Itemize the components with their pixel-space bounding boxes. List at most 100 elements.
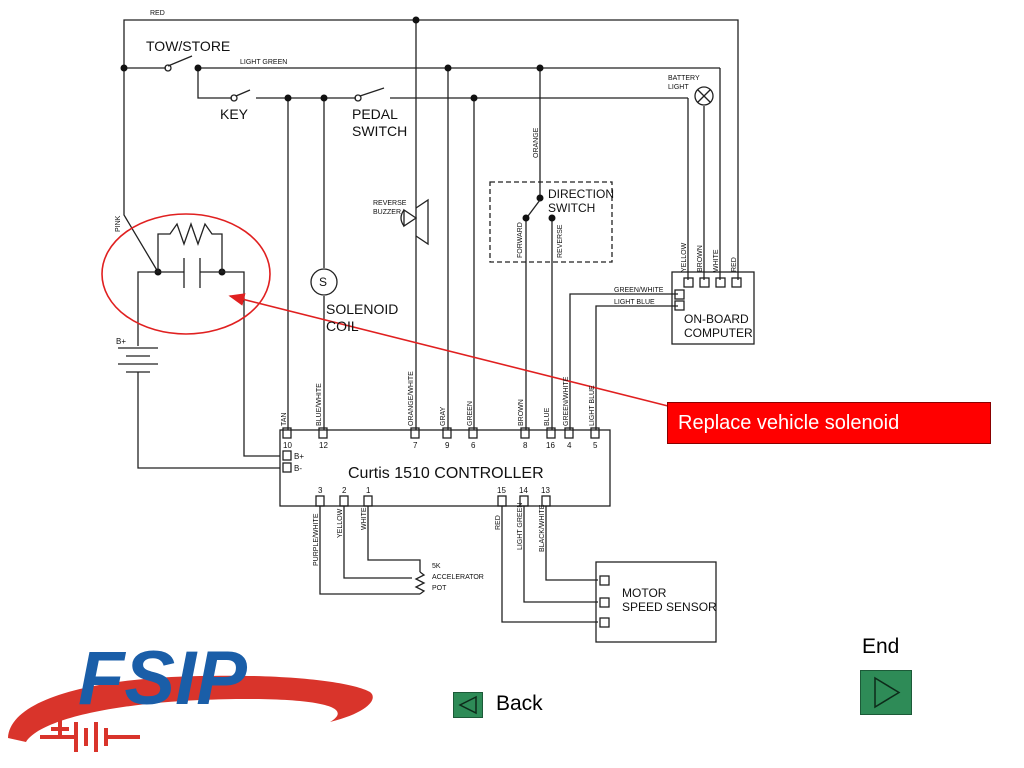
- label-5k: 5K: [432, 563, 441, 570]
- vertical-wire-labels: PINK ORANGE FORWARD REVERSE TAN BLUE/WHI…: [115, 127, 738, 566]
- white-wire: [367, 506, 421, 572]
- replace-solenoid-callout: Replace vehicle solenoid: [667, 402, 991, 444]
- controller-box: [279, 429, 611, 507]
- purple-white-wire: [319, 506, 420, 595]
- svg-text:3: 3: [318, 486, 323, 495]
- svg-text:1: 1: [366, 486, 371, 495]
- key-switch: [230, 89, 356, 102]
- end-button[interactable]: [860, 670, 912, 715]
- vehicle-solenoid: [137, 222, 280, 457]
- junction-dots: [120, 16, 556, 276]
- svg-text:16: 16: [546, 441, 555, 450]
- svg-text:GREEN/WHITE: GREEN/WHITE: [563, 376, 570, 426]
- label-buzzer: BUZZER: [373, 209, 401, 216]
- svg-text:BLUE/WHITE: BLUE/WHITE: [316, 383, 323, 426]
- svg-text:PURPLE/WHITE: PURPLE/WHITE: [313, 513, 320, 566]
- svg-text:2: 2: [342, 486, 347, 495]
- label-battery-light: LIGHT: [668, 84, 689, 91]
- motor-speed-sensor-box: [595, 561, 717, 643]
- label-pedal-switch: SWITCH: [352, 123, 407, 139]
- accelerator-pot: [414, 571, 426, 595]
- svg-text:BLACK/WHITE: BLACK/WHITE: [539, 504, 546, 552]
- end-label: End: [862, 635, 900, 658]
- play-right-icon: [874, 676, 901, 709]
- svg-text:BROWN: BROWN: [697, 245, 704, 272]
- top-pin-numbers: 10 12 7 9 6 8 16 4 5: [283, 441, 598, 450]
- svg-text:12: 12: [319, 441, 328, 450]
- svg-text:YELLOW: YELLOW: [337, 508, 344, 538]
- logo-battery-icon: [40, 720, 140, 752]
- logo-swoosh: [8, 675, 373, 742]
- callout-arrow: [228, 293, 669, 407]
- back-button[interactable]: [453, 692, 483, 718]
- svg-text:7: 7: [413, 441, 418, 450]
- label-controller-bplus: B+: [294, 452, 304, 461]
- svg-text:4: 4: [567, 441, 572, 450]
- light-green-wire-top: [197, 68, 232, 99]
- svg-text:6: 6: [471, 441, 476, 450]
- fsip-logo: FSIP: [8, 636, 373, 752]
- label-pot: POT: [432, 585, 447, 592]
- label-direction: DIRECTION: [548, 187, 614, 201]
- triangle-left-icon: [458, 695, 477, 715]
- label-coil: COIL: [326, 318, 359, 334]
- svg-text:9: 9: [445, 441, 450, 450]
- svg-text:ORANGE/WHITE: ORANGE/WHITE: [408, 371, 415, 426]
- controller-side-pins: [282, 450, 292, 473]
- label-computer: COMPUTER: [684, 326, 753, 340]
- label-solenoid-s: S: [319, 275, 327, 289]
- label-pedal: PEDAL: [352, 106, 398, 122]
- svg-text:13: 13: [541, 486, 550, 495]
- label-reverse: REVERSE: [373, 200, 407, 207]
- red-bus-wire: [123, 19, 739, 280]
- svg-text:BROWN: BROWN: [518, 399, 525, 426]
- label-tow-store: TOW/STORE: [146, 38, 230, 54]
- svg-text:LIGHT BLUE: LIGHT BLUE: [589, 385, 596, 426]
- black-white-wire: [545, 506, 598, 581]
- controller-top-pins: [282, 427, 600, 439]
- svg-text:RED: RED: [495, 515, 502, 530]
- svg-text:ORANGE: ORANGE: [533, 127, 540, 158]
- svg-text:14: 14: [519, 486, 528, 495]
- red-wire-bottom: [501, 506, 598, 623]
- label-onboard: ON-BOARD: [684, 312, 749, 326]
- svg-text:BLUE: BLUE: [544, 407, 551, 426]
- onboard-computer-box: [671, 271, 755, 345]
- label-key: KEY: [220, 106, 249, 122]
- svg-text:8: 8: [523, 441, 528, 450]
- label-battery-plus: B+: [116, 337, 126, 346]
- label-speed-sensor: SPEED SENSOR: [622, 600, 717, 614]
- back-label[interactable]: Back: [496, 692, 543, 715]
- solenoid-coil-symbol: [310, 268, 338, 296]
- svg-text:10: 10: [283, 441, 292, 450]
- svg-text:REVERSE: REVERSE: [557, 224, 564, 258]
- label-accelerator: ACCELERATOR: [432, 574, 484, 581]
- label-motor: MOTOR: [622, 586, 667, 600]
- battery-light: [694, 86, 714, 106]
- direction-switch-contact: [527, 199, 541, 217]
- light-blue-wire: [595, 305, 678, 430]
- label-red-top: RED: [150, 10, 165, 17]
- green-white-wire: [569, 293, 678, 430]
- pedal-switch: [354, 87, 689, 280]
- svg-text:15: 15: [497, 486, 506, 495]
- svg-text:GREEN: GREEN: [467, 401, 474, 426]
- label-light-green-top: LIGHT GREEN: [240, 59, 287, 66]
- reverse-buzzer: [400, 198, 429, 246]
- highlight-circle: [101, 213, 271, 335]
- svg-text:WHITE: WHITE: [713, 249, 720, 272]
- yellow-wire: [343, 506, 412, 579]
- svg-text:GRAY: GRAY: [440, 406, 447, 426]
- svg-text:RED: RED: [731, 257, 738, 272]
- label-green-white-computer: GREEN/WHITE: [614, 287, 664, 294]
- svg-text:FORWARD: FORWARD: [517, 222, 524, 258]
- svg-text:TAN: TAN: [281, 413, 288, 426]
- battery-symbol: [118, 347, 280, 469]
- label-controller-bminus: B-: [294, 464, 302, 473]
- svg-text:PINK: PINK: [115, 215, 122, 232]
- label-light-blue-computer: LIGHT BLUE: [614, 299, 655, 306]
- svg-text:5: 5: [593, 441, 598, 450]
- logo-text: FSIP: [78, 636, 247, 721]
- label-solenoid: SOLENOID: [326, 301, 398, 317]
